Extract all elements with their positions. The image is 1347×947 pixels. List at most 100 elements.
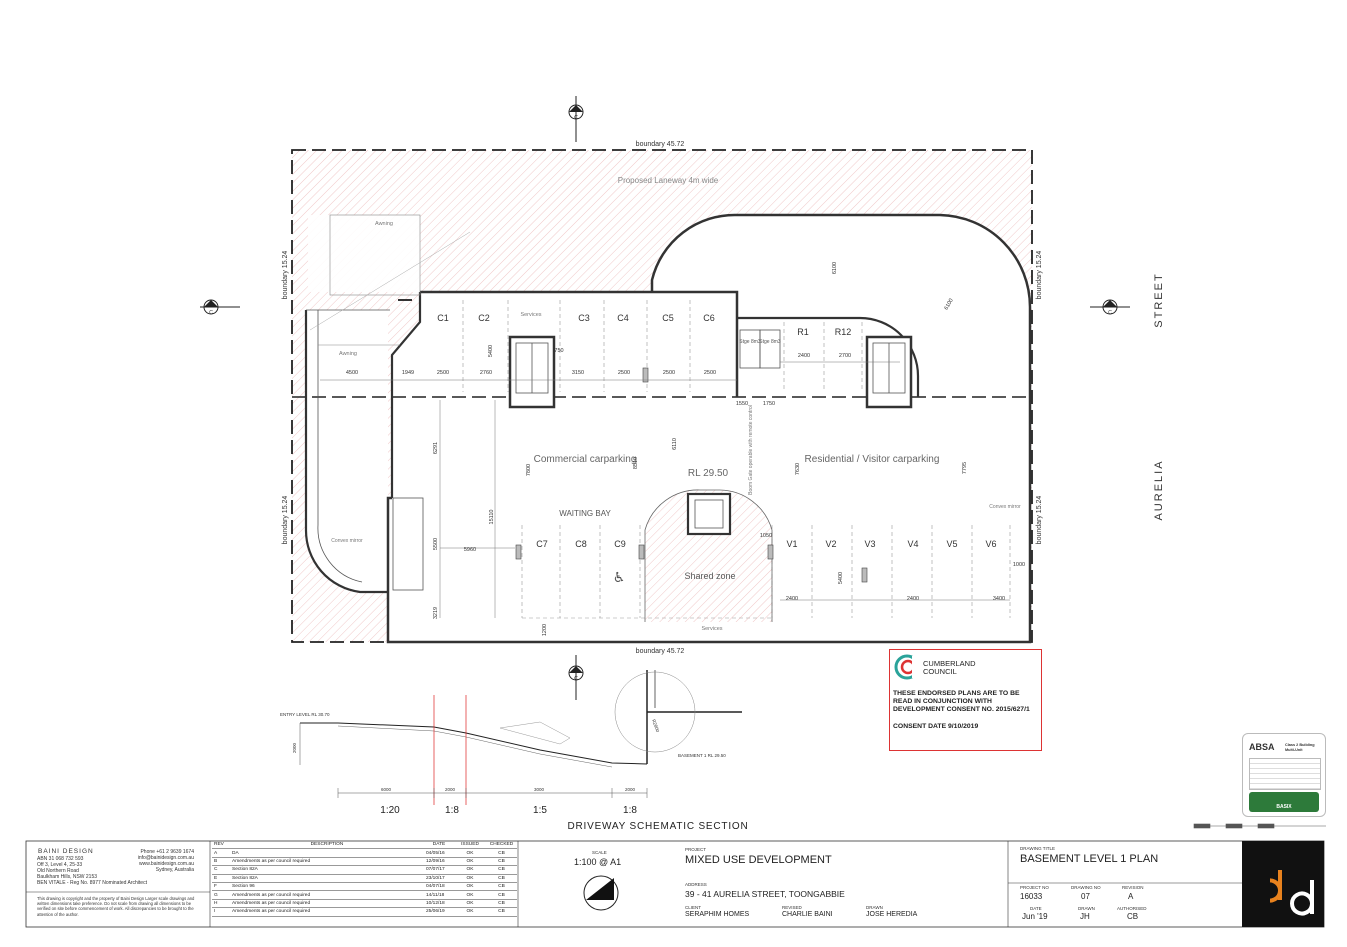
entry-level-label: ENTRY LEVEL RL 30.70: [280, 712, 330, 717]
convex-mirror-label-1: Convex mirror: [331, 538, 363, 544]
dim-2400-v2: 2400: [907, 596, 919, 602]
drawn2-label: DRAWN: [1078, 906, 1095, 911]
dim-2700: 2700: [839, 353, 851, 359]
bay-c8: C8: [575, 539, 587, 549]
dim-6100-b: 6100: [943, 298, 954, 312]
bay-c5: C5: [662, 313, 674, 323]
drawn-label: DRAWN: [866, 905, 883, 910]
driveway-section: [299, 670, 742, 805]
ratio-1-20: 1:20: [380, 805, 400, 816]
dim-8510: 8510: [633, 457, 639, 469]
scale-value: 1:100 @ A1: [574, 857, 622, 867]
basix-badge: BASIX: [1249, 792, 1319, 812]
dim-1949: 1949: [402, 370, 414, 376]
dim-2500-b: 2500: [618, 370, 630, 376]
dim-1550: 1550: [736, 401, 748, 407]
dim-1000: 1000: [1013, 562, 1025, 568]
basement-plan-drawing: C C C C boundary 45.72 boundary 45.72 bo…: [200, 96, 1326, 832]
project-no: 16033: [1020, 892, 1043, 901]
ratio-1-8-b: 1:8: [623, 805, 637, 816]
dim-1200: 1200: [542, 624, 548, 636]
drawn-by: JOSE HEREDIA: [866, 911, 918, 918]
dim-7630: 7630: [795, 463, 801, 475]
basix-table: [1249, 758, 1321, 790]
bay-r1: R1: [797, 327, 809, 337]
dim-3150: 3150: [572, 370, 584, 376]
storage-label-1: Stge 8m3: [739, 339, 761, 345]
dim-6100-a: 6100: [832, 262, 838, 274]
dim-750: 750: [554, 348, 563, 354]
bay-c4: C4: [617, 313, 629, 323]
bay-v3: V3: [864, 539, 875, 549]
north-arrow-icon: [583, 875, 619, 911]
section-height-label: 2000: [292, 742, 297, 753]
revision-header-row: REV DESCRIPTION DATE ISSUED CHECKED: [212, 841, 517, 850]
ratio-1-5: 1:5: [533, 805, 547, 816]
dim-3400: 3400: [993, 596, 1005, 602]
rl-label: RL 29.50: [688, 468, 729, 479]
boom-gate-label: Boom Gate operable with remote control: [748, 405, 754, 495]
services-bottom-label: Services: [701, 626, 722, 632]
awning-label-1: Awning: [375, 221, 393, 227]
convex-mirror-label-2: Convex mirror: [989, 504, 1021, 510]
street-label: STREET: [1153, 272, 1165, 327]
scale-bar: [1193, 823, 1326, 829]
boundary-left-lower-label: boundary 15.24: [282, 496, 289, 545]
basement-level-label: BASEMENT 1 RL 29.50: [678, 753, 726, 758]
seg-dim-1: 6000: [381, 787, 392, 792]
boundary-right-upper-label: boundary 15.24: [1036, 251, 1043, 300]
basix-subtitle: Class 2 Building Multi-Unit: [1285, 743, 1315, 752]
ratio-1-8-a: 1:8: [445, 805, 459, 816]
section-marker-left: C: [209, 310, 213, 316]
dim-2500-d: 2500: [704, 370, 716, 376]
copyright-note: This drawing is copyright and the proper…: [37, 896, 195, 917]
authorised-value: CB: [1127, 912, 1139, 921]
council-logo-icon: [894, 654, 920, 680]
firm-address: ABN 31 068 732 593 Off 3, Level 4, 25-33…: [37, 856, 147, 886]
authorised-label: AUTHORISED: [1117, 906, 1147, 911]
project-address: 39 - 41 AURELIA STREET, TOONGABBIE: [685, 889, 845, 899]
drawing-title: BASEMENT LEVEL 1 PLAN: [1020, 853, 1159, 865]
dim-4500: 4500: [346, 370, 358, 376]
wheelchair-icon: ♿: [613, 569, 626, 585]
drawing-no-label: DRAWING NO: [1071, 885, 1101, 890]
dim-2500-a: 2500: [437, 370, 449, 376]
client-label: CLIENT: [685, 905, 702, 910]
date-value: Jun '19: [1022, 912, 1048, 921]
bay-c6: C6: [703, 313, 715, 323]
council-stamp: CUMBERLAND COUNCIL THESE ENDORSED PLANS …: [889, 649, 1042, 751]
bay-r12: R12: [835, 327, 852, 337]
seg-dim-4: 2000: [625, 787, 636, 792]
revised-label: REVISED: [782, 905, 802, 910]
section-marker-top: C: [574, 115, 578, 121]
bay-c9: C9: [614, 539, 626, 549]
services-top-label: Services: [520, 312, 541, 318]
dim-6291: 6291: [433, 442, 439, 454]
commercial-carparking-label: Commercial carparking: [534, 454, 637, 465]
project-no-label: PROJECT NO: [1020, 885, 1049, 890]
dim-7800: 7800: [526, 464, 532, 476]
revision-label: REVISION: [1122, 885, 1144, 890]
section-marker-right: C: [1108, 310, 1112, 316]
council-endorsement-text: THESE ENDORSED PLANS ARE TO BE READ IN C…: [893, 690, 1030, 713]
waiting-bay-label: WAITING BAY: [559, 509, 611, 518]
scale-label: SCALE: [592, 850, 607, 855]
basix-certificate: ABSA Class 2 Building Multi-Unit BASIX: [1242, 733, 1326, 817]
seg-dim-3: 3000: [534, 787, 545, 792]
project-name: MIXED USE DEVELOPMENT: [685, 854, 832, 866]
dim-15110: 15110: [489, 510, 495, 525]
storage-label-2: Stge 8m3: [759, 339, 781, 345]
bay-v5: V5: [946, 539, 957, 549]
bay-c2: C2: [478, 313, 490, 323]
firm-name: BAINI DESIGN: [38, 848, 94, 855]
date-label: DATE: [1030, 906, 1042, 911]
dim-1050: 1050: [760, 533, 772, 539]
dim-5400-b: 5400: [838, 572, 844, 584]
revised-by: CHARLIE BAINI: [782, 911, 833, 918]
bay-c1: C1: [437, 313, 449, 323]
